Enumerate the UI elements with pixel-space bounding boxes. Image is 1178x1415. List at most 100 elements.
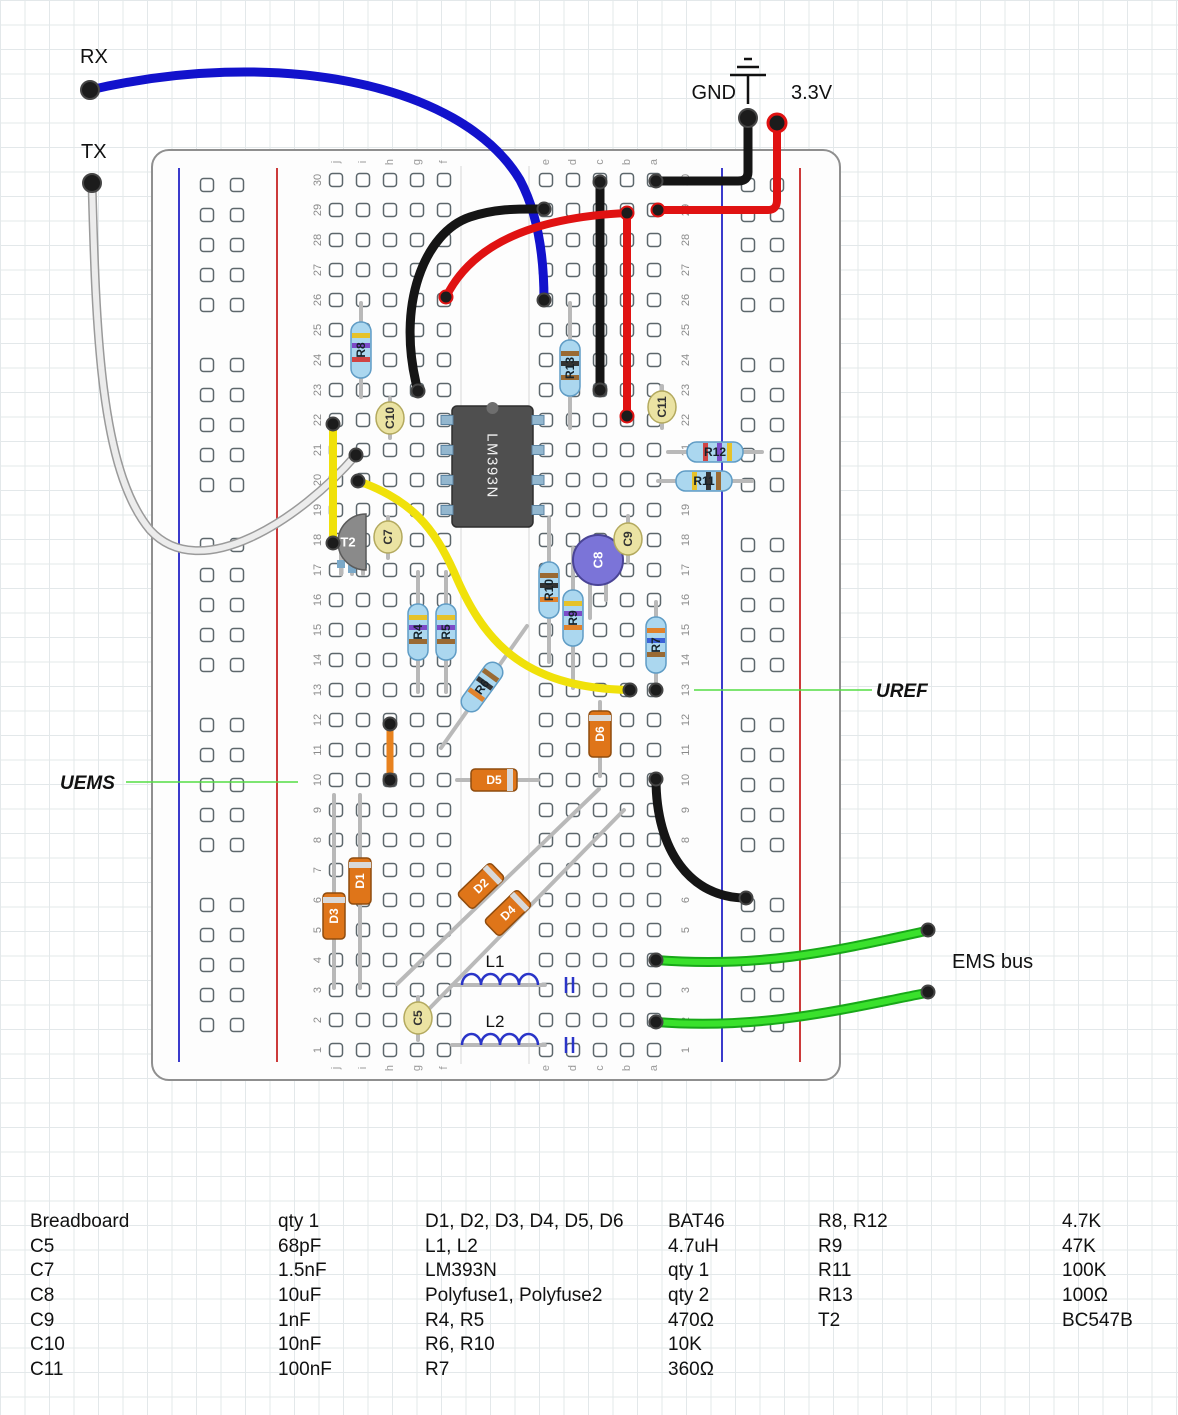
breadboard-hole <box>199 417 215 433</box>
wire-endpoint[interactable] <box>325 535 341 551</box>
capacitor-c8[interactable]: C8 <box>572 534 624 586</box>
breadboard-hole <box>382 202 398 218</box>
diode-d4[interactable]: D4 <box>484 889 532 937</box>
breadboard-hole <box>565 922 581 938</box>
inductor-l2[interactable]: L2 <box>460 1012 540 1046</box>
resistor-r9[interactable]: R9 <box>562 589 584 647</box>
breadboard-hole <box>355 1012 371 1028</box>
column-letter: g <box>411 1065 423 1071</box>
wire-tx[interactable] <box>87 178 361 555</box>
wire-endpoint[interactable] <box>619 205 635 221</box>
breadboard-hole <box>592 1012 608 1028</box>
resistor-r7[interactable]: R7 <box>645 616 667 674</box>
wire-endpoint[interactable] <box>738 890 754 906</box>
breadboard-hole <box>538 322 554 338</box>
wire-rx[interactable] <box>85 67 549 305</box>
wire-terminal[interactable] <box>82 173 102 193</box>
wire-endpoint[interactable] <box>382 772 398 788</box>
wire-terminal[interactable] <box>80 80 100 100</box>
capacitor-c9[interactable]: C9 <box>613 522 643 556</box>
parts-cell: Polyfuse1, Polyfuse2 <box>425 1285 603 1307</box>
capacitor-label: C11 <box>655 396 669 418</box>
breadboard-hole <box>199 957 215 973</box>
column-letter: e <box>540 159 552 165</box>
wire-endpoint[interactable] <box>650 202 666 218</box>
wire-gnd-curve[interactable] <box>405 204 549 396</box>
diode-d6[interactable]: D6 <box>588 710 612 758</box>
resistor-r5[interactable]: R5 <box>435 603 457 661</box>
wire-endpoint[interactable] <box>648 173 664 189</box>
parts-cell: C9 <box>30 1309 55 1331</box>
ic-lm393n[interactable]: LM393N <box>440 402 545 528</box>
inductor-l1[interactable]: L1 <box>460 952 540 986</box>
wire-endpoint[interactable] <box>536 292 552 308</box>
resistor-r11[interactable]: R11 <box>675 470 733 492</box>
wire-yellow-long[interactable] <box>354 477 634 694</box>
row-number: 12 <box>680 714 692 726</box>
breadboard-hole <box>382 832 398 848</box>
row-number: 25 <box>680 324 692 336</box>
diode-band <box>482 864 503 885</box>
wire-endpoint[interactable] <box>382 716 398 732</box>
breadboard-hole <box>328 652 344 668</box>
resistor-r8[interactable]: R8 <box>350 321 372 379</box>
polyfuse1-symbol[interactable] <box>564 977 575 993</box>
wire-ems-2[interactable] <box>651 988 931 1029</box>
wire-endpoint[interactable] <box>325 416 341 432</box>
diode-d3[interactable]: D3 <box>322 892 346 940</box>
wire-black-bottom-right[interactable] <box>651 774 751 903</box>
breadboard-hole <box>740 387 756 403</box>
breadboard-hole <box>565 1012 581 1028</box>
wire-endpoint[interactable] <box>410 383 426 399</box>
breadboard-hole <box>538 682 554 698</box>
wire-endpoint[interactable] <box>920 922 936 938</box>
breadboard-hole <box>199 777 215 793</box>
polyfuse2-symbol[interactable] <box>564 1037 575 1053</box>
breadboard-hole <box>199 387 215 403</box>
wire-gnd-top[interactable] <box>651 117 753 186</box>
wire-endpoint[interactable] <box>350 473 366 489</box>
resistor-band <box>409 639 427 644</box>
breadboard-hole <box>229 237 245 253</box>
diode-d5[interactable]: D5 <box>470 768 518 792</box>
wire-endpoint[interactable] <box>438 289 454 305</box>
diode-label: D3 <box>327 908 341 924</box>
wire-endpoint[interactable] <box>619 408 635 424</box>
wire-endpoint[interactable] <box>348 447 364 463</box>
inductor-label: L2 <box>486 1012 505 1031</box>
resistor-r10[interactable]: R10 <box>538 561 560 619</box>
wire-33v[interactable] <box>654 121 781 214</box>
wire-endpoint[interactable] <box>592 174 608 190</box>
breadboard-hole <box>229 567 245 583</box>
wire-endpoint[interactable] <box>648 682 664 698</box>
wire-terminal[interactable] <box>738 108 758 128</box>
diode-d2[interactable]: D2 <box>457 862 505 910</box>
resistor-r6[interactable]: R6 <box>457 658 506 715</box>
capacitor-c7[interactable]: C7 <box>373 520 403 554</box>
resistor-r4[interactable]: R4 <box>407 603 429 661</box>
diode-d1[interactable]: D1 <box>348 857 372 905</box>
resistor-band <box>467 687 486 702</box>
resistor-band <box>561 361 579 366</box>
wire-red-curve[interactable] <box>442 209 631 301</box>
capacitor-c10[interactable]: C10 <box>375 401 405 435</box>
column-letter: a <box>648 1064 660 1071</box>
breadboard-hole <box>646 322 662 338</box>
wire-endpoint[interactable] <box>536 201 552 217</box>
resistor-r12[interactable]: R12 <box>686 441 744 463</box>
capacitor-c11[interactable]: C11 <box>647 390 677 424</box>
wire-endpoint[interactable] <box>622 682 638 698</box>
wire-ems-1[interactable] <box>651 926 931 968</box>
wire-endpoint[interactable] <box>648 1014 664 1030</box>
parts-cell: Breadboard <box>30 1211 130 1233</box>
resistor-r13[interactable]: R13 <box>559 339 581 397</box>
wire-endpoint[interactable] <box>648 771 664 787</box>
wire-endpoint[interactable] <box>592 382 608 398</box>
wire-endpoint[interactable] <box>920 984 936 1000</box>
wire-endpoint[interactable] <box>648 952 664 968</box>
breadboard-hole <box>592 892 608 908</box>
wire-terminal[interactable] <box>766 112 788 134</box>
capacitor-c5[interactable]: C5 <box>403 1001 433 1035</box>
